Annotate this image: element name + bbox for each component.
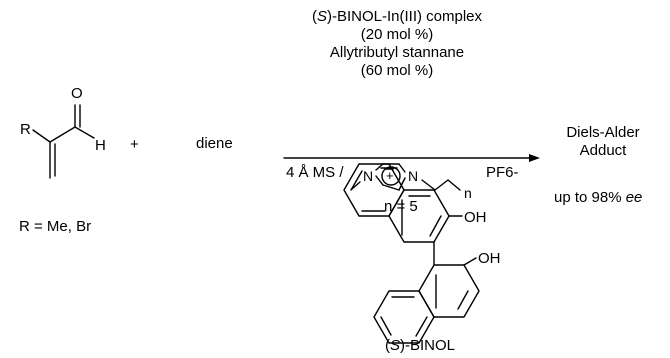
binol-aromatic-double-bond [429, 215, 442, 237]
binol-lower-inner-ring [418, 264, 480, 318]
alkyl-chain-index: n [464, 185, 472, 201]
binol-aromatic-double-bond [415, 316, 428, 337]
enantiomeric-excess: up to 98% ee [554, 189, 642, 206]
catalyst-stereo-descriptor: S [316, 8, 327, 25]
substrate-r-label: R [20, 121, 31, 138]
binol-upper-oh-label: OH [464, 209, 487, 226]
catalyst-loading: (20 mol %) [360, 26, 434, 43]
substrate-aldehyde-h-bond [74, 126, 95, 139]
binol-lower-outer-ring [373, 290, 435, 344]
binol-stereo-descriptor: S [389, 337, 400, 354]
binol-upper-outer-ring [343, 163, 405, 217]
alkyl-chain-bond [421, 179, 461, 191]
diene-label: diene [196, 135, 233, 152]
imidazolium-ring-bond [375, 163, 384, 171]
catalyst-line: (S)-BINOL-In(III) complex [311, 8, 483, 25]
product-line-2: Adduct [579, 142, 627, 159]
counter-ion-label: PF6- [486, 164, 519, 181]
imidazolium-ring-bond [375, 175, 384, 186]
reaction-arrow-head [529, 154, 540, 162]
molecular-sieves-label: 4 Å MS / [286, 164, 344, 181]
ee-label: ee [625, 189, 643, 206]
binol-caption: (S)-BINOL [384, 337, 456, 354]
imidazolium-ring-bond [382, 184, 400, 191]
imidazolium-ring-bond [398, 177, 406, 191]
substrate-oxygen-label: O [71, 85, 83, 102]
n-value-label: n = 5 [384, 198, 418, 215]
substrate-structure [32, 104, 95, 179]
binol-aromatic-double-bond [350, 170, 363, 191]
catalyst-name: -BINOL-In(III) complex [331, 8, 483, 25]
imidazolium-n-left-label: N [363, 168, 374, 184]
binol-lower-oh-bond [463, 257, 477, 266]
substrate-r-definition: R = Me, Br [19, 218, 92, 235]
substrate-r-bond [32, 129, 51, 143]
ee-prefix: up to 98% [554, 189, 626, 206]
substrate-hydrogen-label: H [95, 137, 106, 154]
imidazolium-structure [351, 163, 461, 191]
binol-lower-oh-label: OH [478, 250, 501, 267]
reagent-name: Allytributyl stannane [329, 44, 465, 61]
n-methyl-bond [351, 181, 361, 190]
binol-caption-name: -BINOL [405, 337, 456, 354]
imidazolium-charge-label: + [386, 168, 394, 183]
binol-aromatic-double-bond [457, 290, 469, 310]
reagent-loading: (60 mol %) [360, 62, 434, 79]
imidazolium-n-right-label: N [408, 168, 419, 184]
binol-structure [343, 163, 480, 344]
substrate-carbonyl-carbon-bond [49, 126, 76, 143]
imidazolium-ring-bond [398, 163, 406, 173]
binol-aromatic-double-bond [380, 316, 392, 336]
product-line-1: Diels-Alder [566, 124, 640, 141]
plus-sign: + [130, 136, 139, 153]
